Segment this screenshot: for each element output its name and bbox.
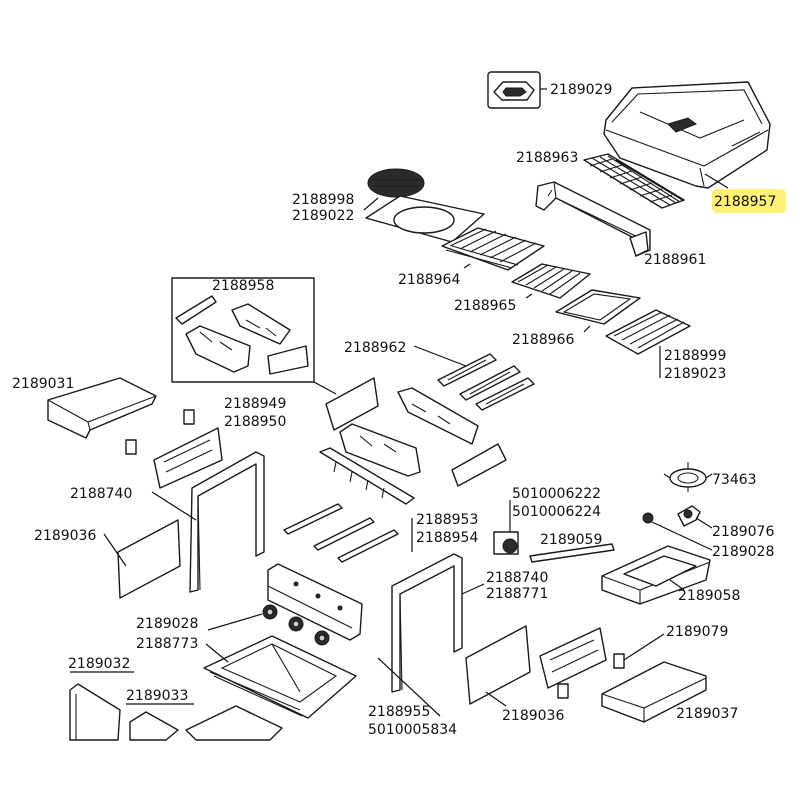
label-2189022: 2189022 xyxy=(292,208,354,224)
label-2189031: 2189031 xyxy=(12,376,74,392)
part-5010006222-regulator[interactable] xyxy=(493,531,519,555)
label-2188955: 2188955 xyxy=(368,704,430,720)
label-2188953: 2188953 xyxy=(416,512,478,528)
label-2189033: 2189033 xyxy=(126,688,188,704)
label-2189028-left: 2189028 xyxy=(136,616,198,632)
label-2188950: 2188950 xyxy=(224,414,286,430)
label-2189036-left: 2189036 xyxy=(34,528,96,544)
part-2188965-small-grate[interactable] xyxy=(511,263,591,299)
label-2188998: 2188998 xyxy=(292,192,354,208)
label-2189032: 2189032 xyxy=(68,656,130,672)
part-2189032-door-left[interactable] xyxy=(69,683,121,741)
part-2188740-leg-frame-left[interactable] xyxy=(189,451,265,593)
label-5010006222: 5010006222 xyxy=(512,486,601,502)
label-2188966: 2188966 xyxy=(512,332,574,348)
part-2189079-side-box[interactable] xyxy=(539,627,625,699)
label-73463: 73463 xyxy=(712,472,757,488)
label-2188999: 2188999 xyxy=(664,348,726,364)
part-2189033-door-right[interactable] xyxy=(129,705,283,741)
part-2188955-control-panel[interactable] xyxy=(267,563,363,641)
label-2189076: 2189076 xyxy=(712,524,774,540)
label-2189029: 2189029 xyxy=(550,82,612,98)
part-2189058-side-burner-lid[interactable] xyxy=(601,545,711,605)
label-5010006224: 5010006224 xyxy=(512,504,601,520)
part-2188963-warming-rack[interactable] xyxy=(583,153,685,209)
label-2188965: 2188965 xyxy=(454,298,516,314)
label-2188963: 2188963 xyxy=(516,150,578,166)
part-2188949-firebox-walls[interactable] xyxy=(325,377,507,487)
part-2189036-side-panel-right[interactable] xyxy=(465,625,531,705)
part-2189076-side-burner[interactable] xyxy=(677,505,701,527)
label-5010005834: 5010005834 xyxy=(368,722,457,738)
label-2189037: 2189037 xyxy=(676,706,738,722)
part-2188953-rails[interactable] xyxy=(283,503,399,563)
part-2188958-heat-shield-kit[interactable] xyxy=(171,277,315,383)
label-2189028-right: 2189028 xyxy=(712,544,774,560)
part-2188966-griddle[interactable] xyxy=(555,289,641,325)
part-2189022-plate[interactable] xyxy=(365,195,485,243)
part-2188999-grate-tray[interactable] xyxy=(605,309,691,355)
part-73463-side-burner-grate[interactable] xyxy=(663,462,713,492)
label-2188957: 2188957 xyxy=(714,194,776,210)
label-2188949: 2188949 xyxy=(224,396,286,412)
part-control-box-left[interactable] xyxy=(125,409,223,489)
part-2188961-rear-panel[interactable] xyxy=(535,181,651,257)
part-2189036-side-panel-left[interactable] xyxy=(117,519,181,599)
label-2188961: 2188961 xyxy=(644,252,706,268)
part-2189028-knob-right[interactable] xyxy=(642,512,654,524)
part-2188998-round-grate[interactable] xyxy=(367,168,425,198)
label-2189079: 2189079 xyxy=(666,624,728,640)
part-2188957-lid[interactable] xyxy=(603,81,771,189)
label-2188771: 2188771 xyxy=(486,586,548,602)
label-2188954: 2188954 xyxy=(416,530,478,546)
part-2189037-side-shelf-right[interactable] xyxy=(601,661,707,723)
highlight-2188957 xyxy=(712,189,786,213)
label-2188740-left: 2188740 xyxy=(70,486,132,502)
label-2189059: 2189059 xyxy=(540,532,602,548)
part-2189031-side-shelf[interactable] xyxy=(47,377,157,439)
label-2188962: 2188962 xyxy=(344,340,406,356)
label-2189036-right: 2189036 xyxy=(502,708,564,724)
part-burner-manifold-rail[interactable] xyxy=(319,447,415,505)
part-2188773-drip-tray[interactable] xyxy=(203,635,357,719)
part-2189029-handle[interactable] xyxy=(487,71,541,109)
part-2188964-cooking-grate[interactable] xyxy=(441,227,545,271)
label-2189058: 2189058 xyxy=(678,588,740,604)
part-2188962-burner-covers[interactable] xyxy=(437,353,535,411)
part-2189059-igniter-wire[interactable] xyxy=(529,543,615,563)
part-2189028-knobs-left[interactable] xyxy=(262,604,330,646)
label-2189023: 2189023 xyxy=(664,366,726,382)
part-2188740-leg-frame-right[interactable] xyxy=(391,553,463,693)
label-2188964: 2188964 xyxy=(398,272,460,288)
label-2188740-right: 2188740 xyxy=(486,570,548,586)
label-2188958: 2188958 xyxy=(212,278,274,294)
label-2188773: 2188773 xyxy=(136,636,198,652)
